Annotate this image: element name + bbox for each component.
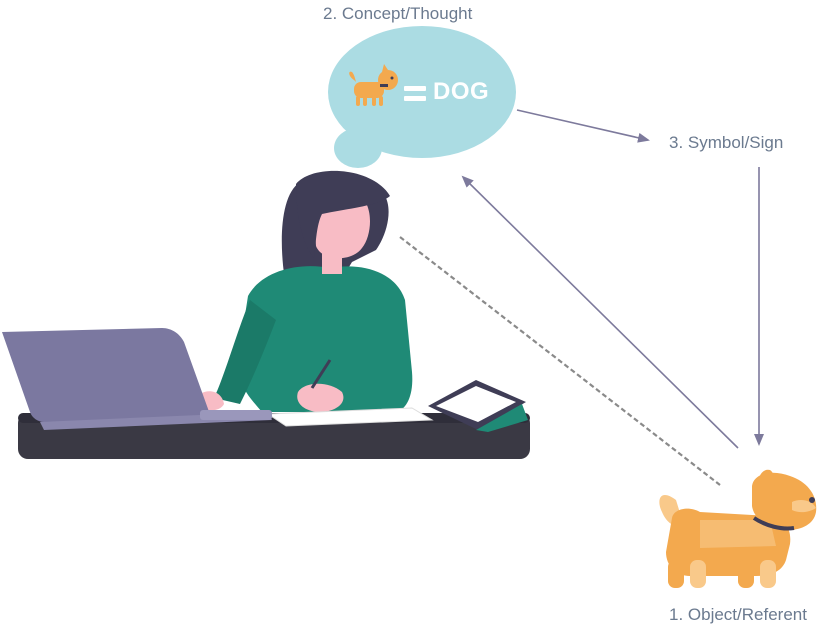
object-label: 1. Object/Referent xyxy=(669,605,807,624)
equals-icon xyxy=(404,86,426,101)
paper-illustration xyxy=(266,407,434,427)
concept-label: 2. Concept/Thought xyxy=(323,4,473,23)
dog-word: DOG xyxy=(433,78,490,105)
arrow-object-to-concept xyxy=(461,175,739,449)
tablet-illustration xyxy=(428,380,528,432)
woman-illustration xyxy=(200,170,413,412)
dog-icon xyxy=(349,64,398,106)
dog-illustration xyxy=(659,469,817,588)
laptop-illustration xyxy=(2,328,272,430)
arrow-concept-to-symbol xyxy=(516,109,650,143)
thought-bubble xyxy=(328,26,516,168)
symbol-label: 3. Symbol/Sign xyxy=(669,133,784,152)
dashed-relation-line xyxy=(399,236,721,486)
